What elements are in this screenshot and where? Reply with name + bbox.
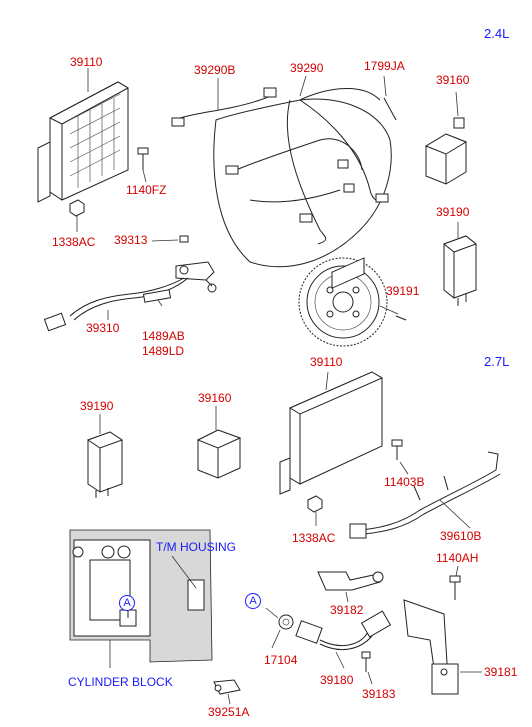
part-label-1338ac-bot: 1338AC [292, 531, 336, 545]
part-label-1140fz: 1140FZ [126, 183, 167, 197]
part-label-39110-bot: 39110 [310, 355, 343, 369]
callout-cylinder-block: CYLINDER BLOCK [68, 675, 173, 689]
module-39190-top [442, 222, 478, 306]
cable-39610b [349, 451, 501, 539]
wiring-harness-39290 [171, 75, 397, 268]
ecm-2.4l [37, 68, 130, 203]
ref-a-circle-inset: A [119, 595, 135, 611]
part-label-1799ja: 1799JA [364, 59, 405, 73]
part-label-39290: 39290 [290, 61, 324, 75]
relay-39160-top [424, 91, 468, 185]
part-label-17104: 17104 [264, 653, 298, 667]
part-label-39190-top: 39190 [436, 205, 470, 219]
part-label-1140ah: 1140AH [436, 551, 479, 565]
variant-2.4l: 2.4L [484, 26, 510, 41]
part-label-39110-top: 39110 [70, 55, 103, 69]
relay-39160-bot [196, 406, 242, 479]
part-label-1489ab: 1489AB [142, 329, 185, 343]
part-label-39191: 39191 [386, 284, 420, 298]
variant-2.7l: 2.7L [484, 354, 510, 369]
part-label-39190-bot: 39190 [80, 399, 114, 413]
part-label-39180: 39180 [320, 673, 354, 687]
part-label-39160-top: 39160 [436, 73, 470, 87]
part-label-39313: 39313 [114, 233, 148, 247]
ring-gear [298, 257, 407, 347]
nut-1338ac-bot [307, 495, 323, 526]
sensor-39310 [43, 235, 217, 332]
ecm-2.7l [279, 257, 384, 495]
part-label-39183: 39183 [362, 687, 396, 701]
part-label-39251a: 39251A [208, 705, 250, 719]
part-label-39160-bot: 39160 [198, 391, 232, 405]
part-label-39310: 39310 [86, 321, 120, 335]
bolt-1140fz [137, 147, 149, 183]
part-label-39182: 39182 [330, 603, 364, 617]
bolt-11403b [391, 439, 409, 475]
bracket-39251a [213, 679, 241, 705]
sensor-assembly-39180 [265, 565, 482, 695]
ref-a-circle: A [245, 593, 261, 609]
callout-tm-housing: T/M HOUSING [156, 540, 236, 554]
part-label-39610b: 39610B [440, 529, 482, 543]
part-label-11403b: 11403B [384, 475, 425, 489]
part-label-1338ac-top: 1338AC [52, 235, 96, 249]
nut-1338ac-top [69, 199, 85, 232]
module-39190-bot [86, 414, 124, 498]
part-label-39290b: 39290B [194, 63, 236, 77]
part-label-39181: 39181 [484, 665, 518, 679]
part-label-1489ld: 1489LD [142, 344, 185, 358]
